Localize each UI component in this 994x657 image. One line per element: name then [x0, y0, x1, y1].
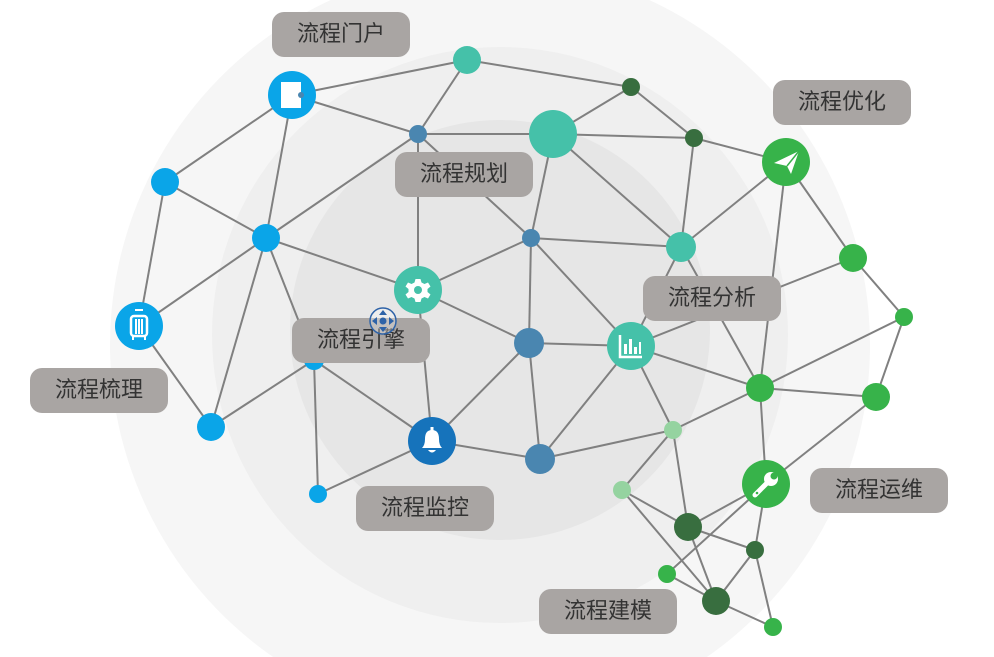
- edge-P-X: [528, 342, 541, 460]
- label-process-operations[interactable]: 流程运维: [810, 468, 948, 513]
- edge-J-Q: [530, 237, 632, 347]
- node-C: [622, 78, 640, 96]
- node-H: [151, 168, 179, 196]
- edge-I-D: [265, 133, 419, 239]
- edge-V-AA: [621, 429, 674, 491]
- edge-I-M: [265, 237, 419, 291]
- edge-AA-AE: [621, 489, 717, 602]
- node-AD: [658, 565, 676, 583]
- node-AF: [764, 618, 782, 636]
- label-process-portal[interactable]: 流程门户: [272, 12, 410, 57]
- edge-X-V: [539, 429, 674, 460]
- edge-E-K: [552, 133, 682, 248]
- node-AA: [613, 481, 631, 499]
- label-process-monitor[interactable]: 流程监控: [356, 486, 494, 531]
- node-X: [525, 444, 555, 474]
- node-B: [453, 46, 481, 74]
- edge-A-B: [291, 59, 468, 96]
- node-Z: [309, 485, 327, 503]
- edge-X-Q: [539, 345, 632, 460]
- edge-S-V: [672, 387, 761, 431]
- paper-plane-icon: [774, 150, 800, 174]
- edge-I-O: [138, 237, 267, 327]
- node-F: [685, 129, 703, 147]
- edge-A-H: [164, 94, 293, 183]
- node-T: [862, 383, 890, 411]
- edge-J-K: [530, 237, 682, 248]
- edge-M-W: [417, 289, 433, 442]
- label-process-analysis[interactable]: 流程分析: [643, 276, 781, 321]
- edge-G-S: [759, 161, 787, 389]
- bell-icon: [422, 427, 442, 453]
- edge-AC-AF: [754, 549, 774, 628]
- label-process-optimize[interactable]: 流程优化: [773, 80, 911, 125]
- node-AC: [746, 541, 764, 559]
- node-AB: [674, 513, 702, 541]
- label-process-planning[interactable]: 流程规划: [395, 152, 533, 197]
- label-process-modeling[interactable]: 流程建模: [539, 589, 677, 634]
- edge-R-Z: [313, 359, 319, 495]
- node-L: [839, 244, 867, 272]
- edge-R-U: [210, 359, 315, 428]
- edge-V-AB: [672, 429, 689, 528]
- edge-J-P: [528, 237, 532, 344]
- edge-B-C: [466, 59, 632, 88]
- gear-icon: [405, 279, 431, 302]
- edge-F-K: [680, 137, 695, 248]
- door-icon: [281, 82, 304, 108]
- edge-Nn-S: [759, 316, 905, 389]
- bar-chart-icon: [618, 335, 642, 359]
- label-process-sorting[interactable]: 流程梳理: [30, 368, 168, 413]
- edge-C-F: [630, 86, 695, 139]
- wrench-icon: [752, 472, 778, 498]
- edge-A-I: [265, 94, 293, 239]
- node-D: [409, 125, 427, 143]
- node-S: [746, 374, 774, 402]
- edge-H-I: [164, 181, 267, 239]
- edge-Nn-T: [875, 316, 905, 398]
- node-P: [514, 328, 544, 358]
- node-J: [522, 229, 540, 247]
- edge-I-U: [210, 237, 267, 428]
- label-process-engine[interactable]: 流程引擎: [292, 318, 430, 363]
- node-V: [664, 421, 682, 439]
- node-AE: [702, 587, 730, 615]
- node-K: [666, 232, 696, 262]
- node-E: [529, 110, 577, 158]
- luggage-icon: [129, 309, 149, 340]
- edge-S-T: [759, 387, 877, 398]
- edge-H-O: [138, 181, 166, 327]
- node-Nn: [895, 308, 913, 326]
- node-U: [197, 413, 225, 441]
- node-I: [252, 224, 280, 252]
- edge-B-D: [417, 59, 468, 135]
